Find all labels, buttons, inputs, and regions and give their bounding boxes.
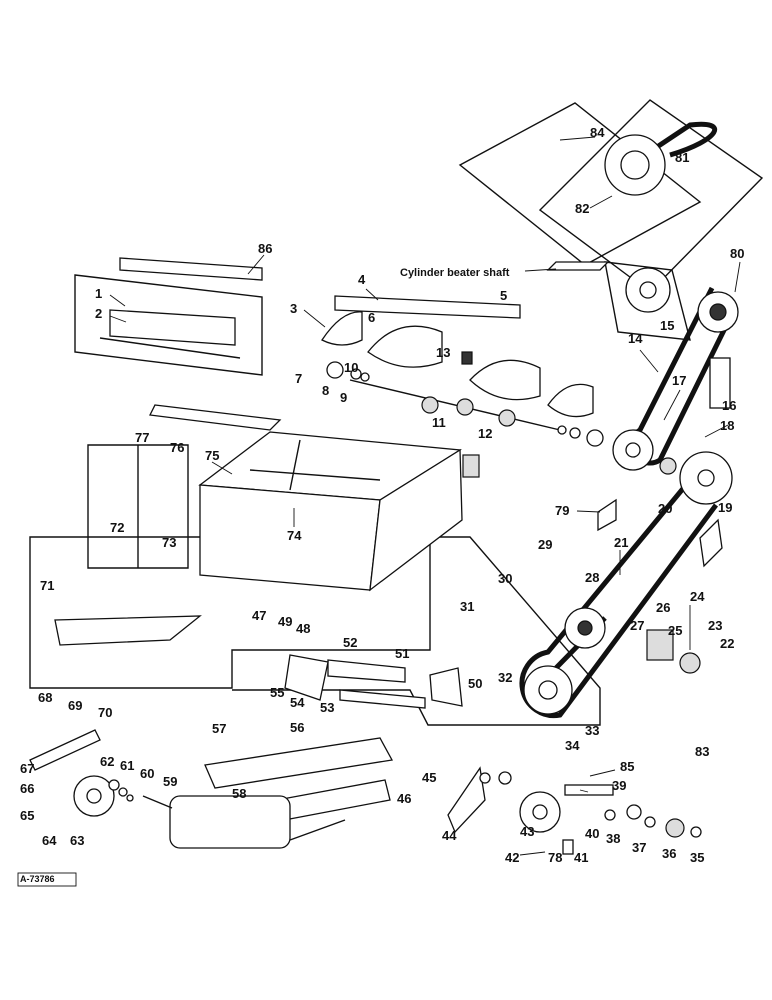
part-number-75: 75 xyxy=(205,448,219,463)
part-number-14: 14 xyxy=(628,331,643,346)
part-number-76: 76 xyxy=(170,440,184,455)
part-number-12: 12 xyxy=(478,426,492,441)
reference-code: A-73786 xyxy=(20,874,55,884)
part-number-16: 16 xyxy=(722,398,736,413)
part-number-1: 1 xyxy=(95,286,102,301)
part-number-49a: 49 xyxy=(278,614,292,629)
part-number-17: 17 xyxy=(672,373,686,388)
part-number-3: 3 xyxy=(290,301,297,316)
part-number-19: 19 xyxy=(718,500,732,515)
part-number-13: 13 xyxy=(436,345,450,360)
part-number-66: 66 xyxy=(20,781,34,796)
part-number-42: 42 xyxy=(505,850,519,865)
part-number-8a: 8 xyxy=(322,383,329,398)
part-number-7a: 7 xyxy=(295,371,302,386)
lower-parts xyxy=(29,615,702,855)
part-number-78: 78 xyxy=(548,850,562,865)
part-number-31: 31 xyxy=(460,599,474,614)
main-housing xyxy=(198,431,480,592)
part-number-67: 67 xyxy=(20,761,34,776)
part-number-38a: 38 xyxy=(606,831,620,846)
part-number-58: 58 xyxy=(232,786,246,801)
part-number-24: 24 xyxy=(690,589,705,604)
part-number-4: 4 xyxy=(358,272,366,287)
part-number-23: 23 xyxy=(708,618,722,633)
part-number-57: 57 xyxy=(212,721,226,736)
part-number-82: 82 xyxy=(575,201,589,216)
part-number-68: 68 xyxy=(38,690,52,705)
part-number-44: 44 xyxy=(442,828,457,843)
part-number-36: 36 xyxy=(662,846,676,861)
part-number-59: 59 xyxy=(163,774,177,789)
part-number-28: 28 xyxy=(585,570,599,585)
caption-cylinder-beater-shaft: Cylinder beater shaft xyxy=(400,267,510,279)
part-number-47a: 47 xyxy=(252,608,266,623)
part-number-56: 56 xyxy=(290,720,304,735)
part-number-55: 55 xyxy=(270,685,284,700)
part-number-26: 26 xyxy=(656,600,670,615)
part-number-43: 43 xyxy=(520,824,534,839)
part-number-22: 22 xyxy=(720,636,734,651)
part-number-21: 21 xyxy=(614,535,628,550)
part-number-37a: 37 xyxy=(632,840,646,855)
part-number-80: 80 xyxy=(730,246,744,261)
part-number-46: 46 xyxy=(397,791,411,806)
part-number-callouts: 1 2 3 4 5 6 7 8 9 10 11 12 13 14 15 16 1… xyxy=(20,125,744,865)
part-number-40: 40 xyxy=(585,826,599,841)
part-number-32: 32 xyxy=(498,670,512,685)
part-number-62: 62 xyxy=(100,754,114,769)
part-number-45: 45 xyxy=(422,770,436,785)
part-number-65: 65 xyxy=(20,808,34,823)
pulleys xyxy=(73,134,739,833)
part-number-30: 30 xyxy=(498,571,512,586)
part-number-52: 52 xyxy=(343,635,357,650)
part-number-51: 51 xyxy=(395,646,409,661)
upper-parts xyxy=(99,257,610,447)
part-number-84: 84 xyxy=(590,125,605,140)
part-number-20: 20 xyxy=(658,501,672,516)
part-number-74: 74 xyxy=(287,528,302,543)
part-number-54: 54 xyxy=(290,695,305,710)
part-number-85: 85 xyxy=(620,759,634,774)
part-number-70: 70 xyxy=(98,705,112,720)
part-number-86: 86 xyxy=(258,241,272,256)
part-number-25: 25 xyxy=(668,623,682,638)
part-number-72: 72 xyxy=(110,520,124,535)
part-number-73: 73 xyxy=(162,535,176,550)
part-number-79a: 79 xyxy=(555,503,569,518)
part-number-11: 11 xyxy=(432,415,446,430)
part-number-2: 2 xyxy=(95,306,102,321)
part-number-48a: 48 xyxy=(296,621,310,636)
part-number-10: 10 xyxy=(344,360,358,375)
part-number-50: 50 xyxy=(468,676,482,691)
part-number-63: 63 xyxy=(70,833,84,848)
part-number-5: 5 xyxy=(500,288,507,303)
part-number-41: 41 xyxy=(574,850,588,865)
belts xyxy=(519,121,733,719)
part-number-69: 69 xyxy=(68,698,82,713)
part-number-83: 83 xyxy=(695,744,709,759)
caption-group: Cylinder beater shaft A-73786 xyxy=(17,267,557,887)
part-number-27: 27 xyxy=(630,618,644,633)
part-number-6: 6 xyxy=(368,310,375,325)
part-number-60: 60 xyxy=(140,766,154,781)
part-number-33: 33 xyxy=(585,723,599,738)
part-number-77: 77 xyxy=(135,430,149,445)
part-number-39: 39 xyxy=(612,778,626,793)
part-number-29: 29 xyxy=(538,537,552,552)
part-number-61: 61 xyxy=(120,758,134,773)
part-number-34: 34 xyxy=(565,738,580,753)
leader-lines xyxy=(109,136,741,856)
part-number-64: 64 xyxy=(42,833,57,848)
part-number-71: 71 xyxy=(40,578,54,593)
part-number-9a: 9 xyxy=(340,390,347,405)
part-number-53: 53 xyxy=(320,700,334,715)
part-number-81: 81 xyxy=(675,150,689,165)
part-number-35: 35 xyxy=(690,850,704,865)
part-number-15: 15 xyxy=(660,318,674,333)
